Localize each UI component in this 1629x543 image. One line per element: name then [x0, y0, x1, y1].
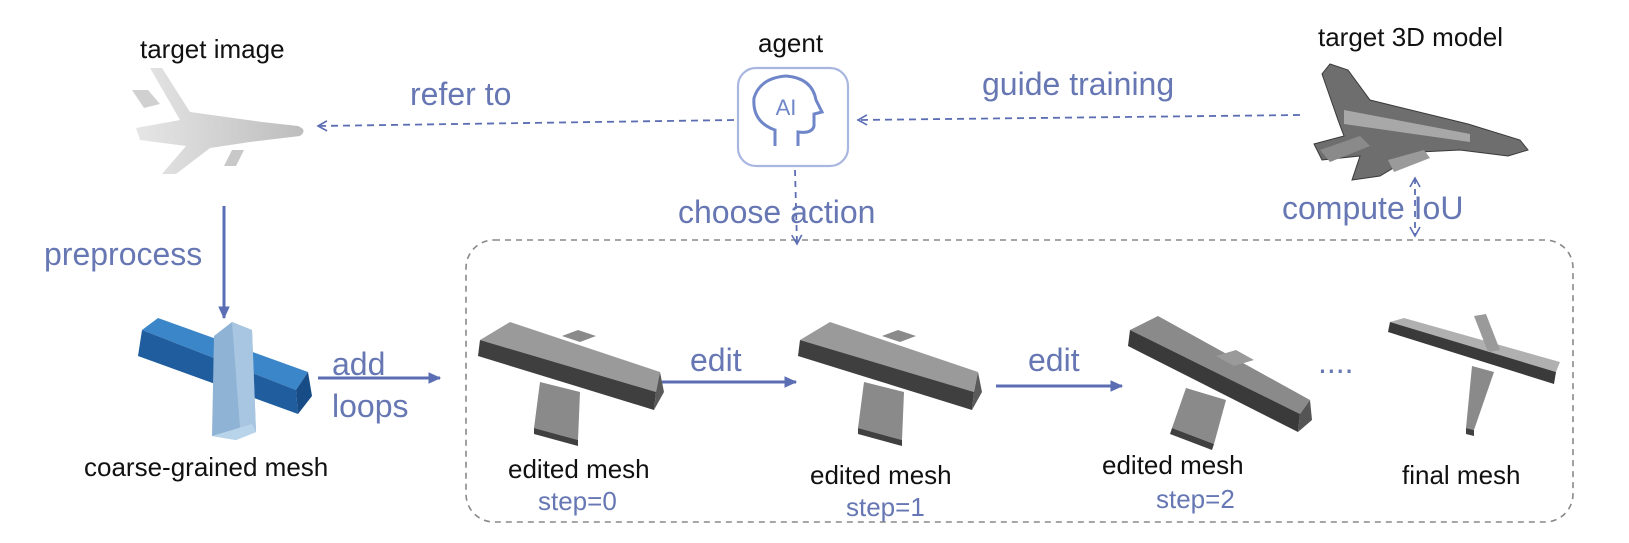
choose-action-label: choose action: [678, 194, 876, 230]
edited-mesh-step-2-label: step=2: [1156, 484, 1235, 514]
target-3d-model: [1313, 63, 1529, 181]
edit-label-2: edit: [1028, 342, 1080, 378]
preprocess-label: preprocess: [44, 236, 203, 272]
edited-mesh-label-0: edited mesh: [508, 454, 650, 484]
final-mesh: [1388, 314, 1560, 436]
choose-action-arrow: [791, 169, 803, 246]
ellipsis-label: ....: [1318, 344, 1354, 380]
target-airplane-image: [132, 68, 304, 174]
edited-mesh-step-0: [478, 322, 664, 446]
agent-icon-text: AI: [776, 95, 797, 120]
agent-label: agent: [758, 28, 824, 58]
edited-mesh-step-0-label: step=0: [538, 486, 617, 516]
add-label: add: [332, 346, 386, 382]
edited-mesh-label-2: edited mesh: [1102, 450, 1244, 480]
final-mesh-label: final mesh: [1402, 460, 1521, 490]
edited-mesh-step-2: [1128, 316, 1312, 450]
refer-to-arrow: [316, 119, 735, 132]
edited-mesh-step-1: [798, 322, 982, 446]
target-3d-model-label: target 3D model: [1318, 22, 1503, 52]
agent-icon: AI: [736, 66, 850, 168]
loops-label: loops: [332, 388, 409, 424]
coarse-mesh: [138, 318, 312, 440]
target-image-label: target image: [140, 34, 285, 64]
refer-to-label: refer to: [410, 76, 512, 112]
guide-training-label: guide training: [982, 66, 1175, 102]
coarse-mesh-label: coarse-grained mesh: [84, 452, 329, 482]
compute-iou-label: compute IoU: [1282, 190, 1464, 226]
edit-label-1: edit: [690, 342, 742, 378]
guide-training-arrow: [856, 114, 1301, 126]
edited-mesh-step-1-label: step=1: [846, 492, 925, 522]
edited-mesh-label-1: edited mesh: [810, 460, 952, 490]
